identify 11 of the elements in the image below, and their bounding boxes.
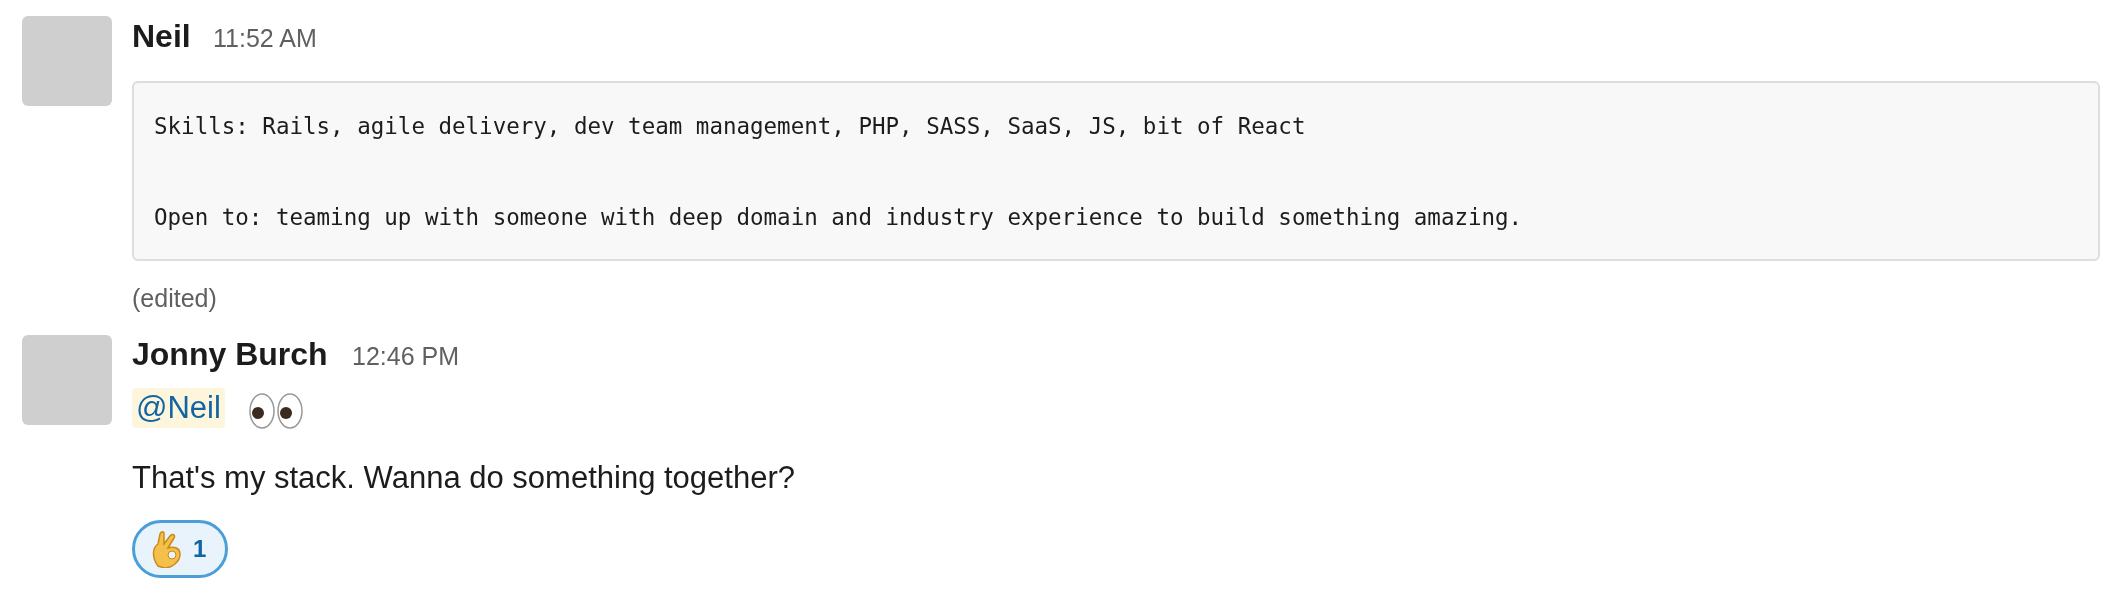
user-name: Jonny Burch (132, 336, 328, 373)
code-text: Open to: teaming up with someone with deep domain and industry experience to build something amazing. (154, 204, 1523, 230)
timestamp: 12:46 PM (352, 342, 459, 371)
reaction-count: 1 (193, 535, 207, 563)
message-text: That's my stack. Wanna do something together? (132, 460, 795, 496)
timestamp: 11:52 AM (213, 24, 317, 53)
code-block (132, 81, 2100, 261)
mention-link: @Neil (132, 388, 225, 428)
code-text: Skills: Rails, agile delivery, dev team management, PHP, SASS, SaaS, JS, bit of React (154, 113, 1306, 139)
user-name: Neil (132, 18, 191, 55)
edited-note: (edited) (132, 284, 217, 313)
